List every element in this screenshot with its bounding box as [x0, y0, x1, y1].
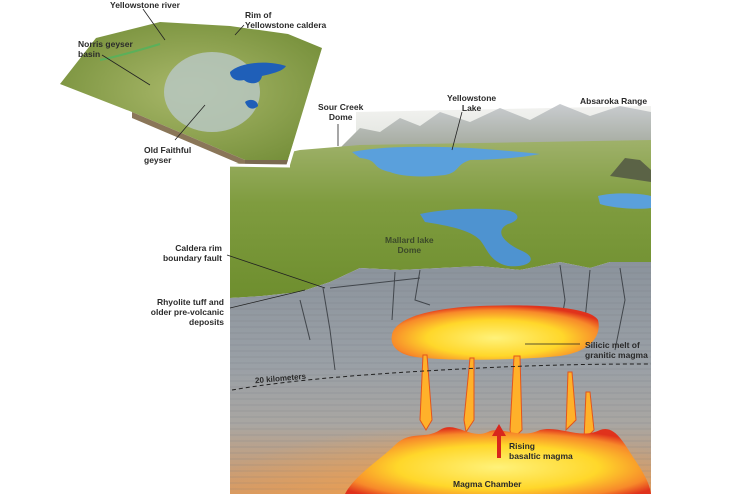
label-caldera-rim: Rim of Yellowstone caldera: [245, 10, 326, 30]
label-fault-line1: Caldera rim: [175, 243, 222, 253]
label-silicic-line2: granitic magma: [585, 350, 648, 360]
label-rising-line2: basaltic magma: [509, 451, 573, 461]
label-old-faithful: Old Faithful geyser: [144, 145, 191, 165]
label-lake-line1: Yellowstone: [447, 93, 497, 103]
label-norris-geyser-basin: Norris geyser basin: [78, 39, 133, 59]
label-rhyolite-tuff: Rhyolite tuff and older pre-volcanic dep…: [150, 297, 224, 327]
label-rhyolite-line1: Rhyolite tuff and: [156, 297, 224, 307]
label-rhyolite-line2: older pre-volcanic: [150, 307, 224, 317]
label-caldera-rim-line1: Rim of: [245, 10, 272, 20]
label-caldera-rim-line2: Yellowstone caldera: [245, 20, 327, 30]
label-norris-line2: basin: [78, 49, 101, 59]
label-silicic-melt: Silicic melt of granitic magma: [585, 340, 648, 360]
main-block: [230, 104, 652, 494]
label-caldera-rim-fault: Caldera rim boundary fault: [160, 243, 222, 263]
label-mallard-lake-dome: Mallard lake Dome: [385, 235, 434, 255]
label-mallard-line2: Dome: [397, 245, 422, 255]
label-rhyolite-line3: deposits: [189, 317, 224, 327]
label-absaroka-range: Absaroka Range: [580, 96, 648, 106]
label-lake-line2: Lake: [461, 103, 482, 113]
label-sour-creek-dome: Sour Creek Dome: [318, 102, 363, 122]
label-rising-line1: Rising: [509, 441, 535, 451]
label-sour-creek-line2: Dome: [328, 112, 353, 122]
label-yellowstone-river: Yellowstone river: [110, 0, 180, 10]
label-norris-line1: Norris geyser: [78, 39, 133, 49]
label-sour-creek-line1: Sour Creek: [318, 102, 364, 112]
leader-lines: [101, 8, 580, 345]
inset-map: [58, 18, 328, 168]
label-faithful-line1: Old Faithful: [144, 145, 192, 155]
label-fault-line2: boundary fault: [162, 253, 222, 263]
label-mallard-line1: Mallard lake: [385, 235, 434, 245]
label-rising-basaltic-magma: Rising basaltic magma: [509, 441, 573, 461]
label-silicic-line1: Silicic melt of: [585, 340, 640, 350]
label-yellowstone-lake: Yellowstone Lake: [447, 93, 496, 113]
label-faithful-line2: geyser: [144, 155, 172, 165]
label-magma-chamber: Magma Chamber: [453, 479, 522, 489]
